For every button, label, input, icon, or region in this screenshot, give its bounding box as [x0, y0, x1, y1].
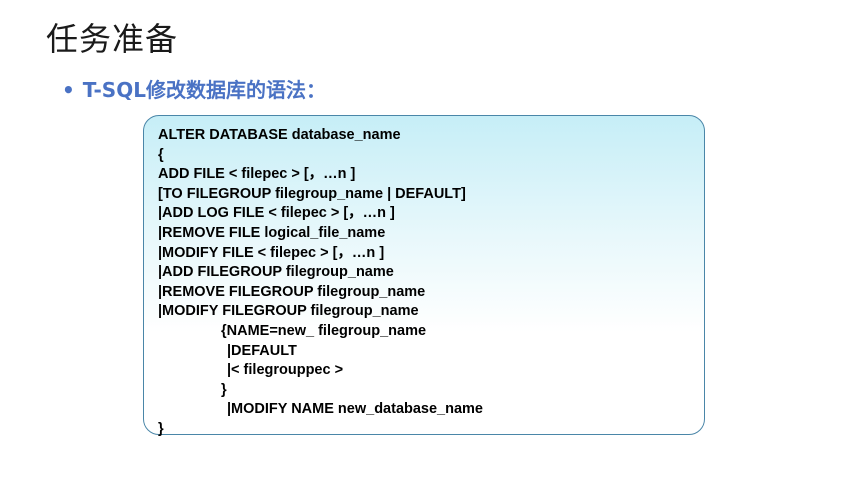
page-title: 任务准备	[46, 20, 179, 58]
code-line: |REMOVE FILEGROUP filegroup_name	[158, 283, 426, 300]
code-line: |ADD FILEGROUP filegroup_name	[158, 264, 394, 281]
code-line: ADD FILE < filepec > [，…n ]	[158, 166, 356, 183]
bullet-heading-text: T-SQL修改数据库的语法：	[82, 78, 326, 102]
code-line: |REMOVE FILE logical_file_name	[158, 224, 386, 241]
code-line: {NAME=new_ filegroup_name	[221, 322, 427, 339]
code-line: |DEFAULT	[227, 342, 297, 359]
code-line: ALTER DATABASE database_name	[158, 127, 401, 143]
code-line: |< filegrouppec >	[227, 362, 344, 379]
code-line: [TO FILEGROUP filegroup_name | DEFAULT]	[158, 185, 466, 202]
syntax-code-box: ALTER DATABASE database_name { ADD FILE …	[143, 115, 705, 437]
bullet-heading: • T-SQL修改数据库的语法：	[62, 74, 326, 103]
code-line: |MODIFY FILEGROUP filegroup_name	[158, 303, 419, 320]
code-line: |MODIFY NAME new_database_name	[227, 401, 484, 418]
bullet-dot-icon: •	[62, 78, 75, 102]
code-line: {	[158, 146, 164, 163]
code-line: |ADD LOG FILE < filepec > [，…n ]	[158, 205, 395, 222]
code-line: }	[221, 381, 227, 398]
code-line: |MODIFY FILE < filepec > [，…n ]	[158, 244, 385, 261]
code-line: }	[158, 420, 164, 437]
